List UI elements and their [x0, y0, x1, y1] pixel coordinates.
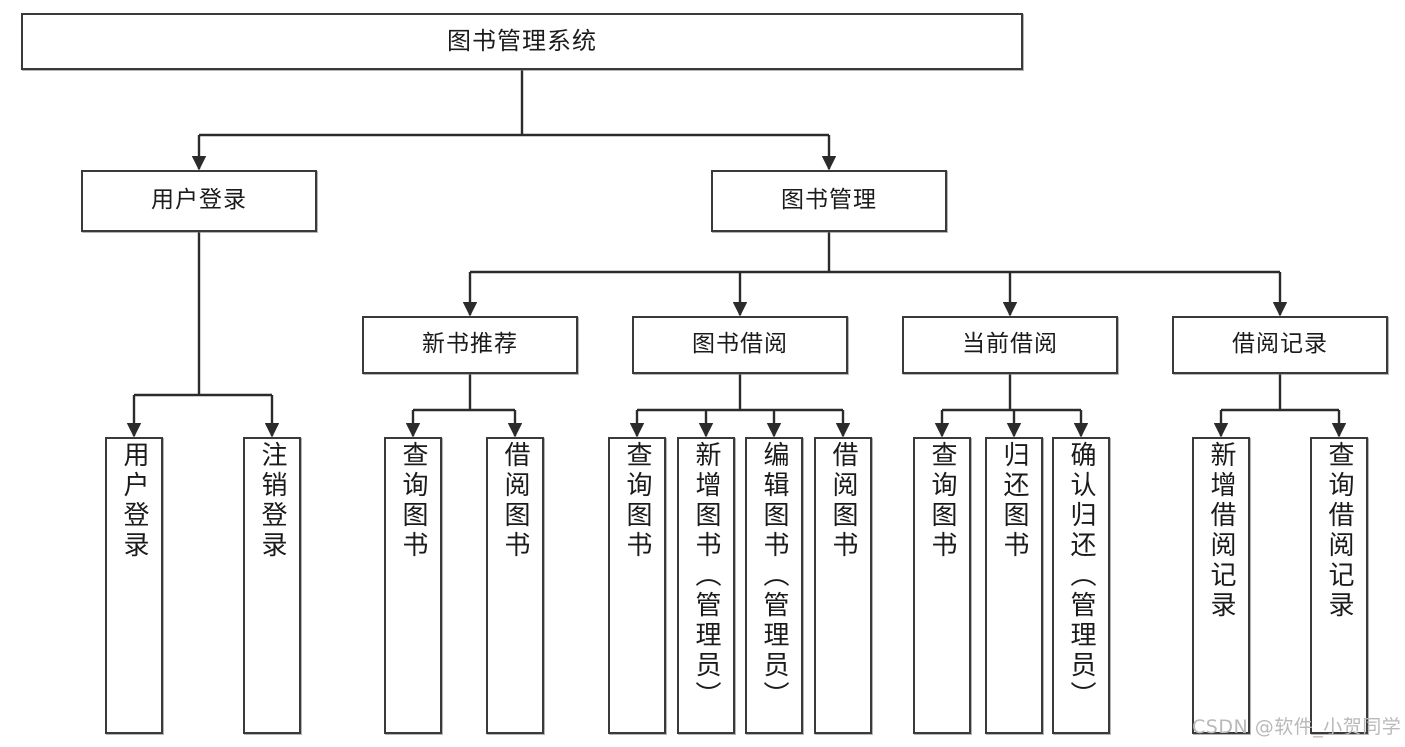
node-leaf-nb-borrow[interactable]: 借阅图书: [486, 437, 544, 734]
node-label: 用户登录: [119, 441, 149, 561]
node-label: 图书管理: [781, 187, 877, 214]
node-label: 新书推荐: [422, 331, 518, 358]
node-borrow[interactable]: 图书借阅: [632, 316, 848, 374]
node-label: 借阅图书: [500, 441, 530, 561]
node-newbook[interactable]: 新书推荐: [362, 316, 578, 374]
node-label: 归还图书: [999, 441, 1029, 561]
node-leaf-bw-edit[interactable]: 编辑图书（管理员）: [745, 437, 803, 734]
node-leaf-cur-query[interactable]: 查询图书: [913, 437, 971, 734]
node-leaf-user-login[interactable]: 用户登录: [105, 437, 163, 734]
node-leaf-bw-query[interactable]: 查询图书: [608, 437, 666, 734]
node-label: 查询图书: [927, 441, 957, 561]
node-leaf-logout-login[interactable]: 注销登录: [243, 437, 301, 734]
node-leaf-cur-confirm[interactable]: 确认归还（管理员）: [1052, 437, 1110, 734]
node-label: 注销登录: [257, 441, 287, 561]
node-leaf-bw-add[interactable]: 新增图书（管理员）: [677, 437, 735, 734]
node-label: 新增图书（管理员）: [691, 441, 721, 711]
node-records[interactable]: 借阅记录: [1172, 316, 1388, 374]
node-label: 当前借阅: [962, 331, 1058, 358]
node-label: 借阅记录: [1232, 331, 1328, 358]
node-label: 图书管理系统: [447, 27, 597, 56]
csdn-watermark: CSDN @软件_小贺同学: [1192, 716, 1402, 738]
node-label: 查询图书: [622, 441, 652, 561]
node-leaf-cur-return[interactable]: 归还图书: [985, 437, 1043, 734]
node-current[interactable]: 当前借阅: [902, 316, 1118, 374]
node-bookmgmt[interactable]: 图书管理: [711, 170, 947, 232]
node-label: 新增借阅记录: [1206, 441, 1236, 621]
node-label: 编辑图书（管理员）: [759, 441, 789, 711]
node-label: 确认归还（管理员）: [1066, 441, 1096, 711]
node-label: 图书借阅: [692, 331, 788, 358]
node-label: 查询图书: [398, 441, 428, 561]
node-leaf-nb-query[interactable]: 查询图书: [384, 437, 442, 734]
node-leaf-rec-add[interactable]: 新增借阅记录: [1192, 437, 1250, 734]
node-label: 借阅图书: [828, 441, 858, 561]
node-label: 查询借阅记录: [1324, 441, 1354, 621]
node-root[interactable]: 图书管理系统: [21, 13, 1023, 70]
node-login[interactable]: 用户登录: [81, 170, 317, 232]
node-label: 用户登录: [151, 187, 247, 214]
node-leaf-bw-borrow[interactable]: 借阅图书: [814, 437, 872, 734]
node-leaf-rec-query[interactable]: 查询借阅记录: [1310, 437, 1368, 734]
